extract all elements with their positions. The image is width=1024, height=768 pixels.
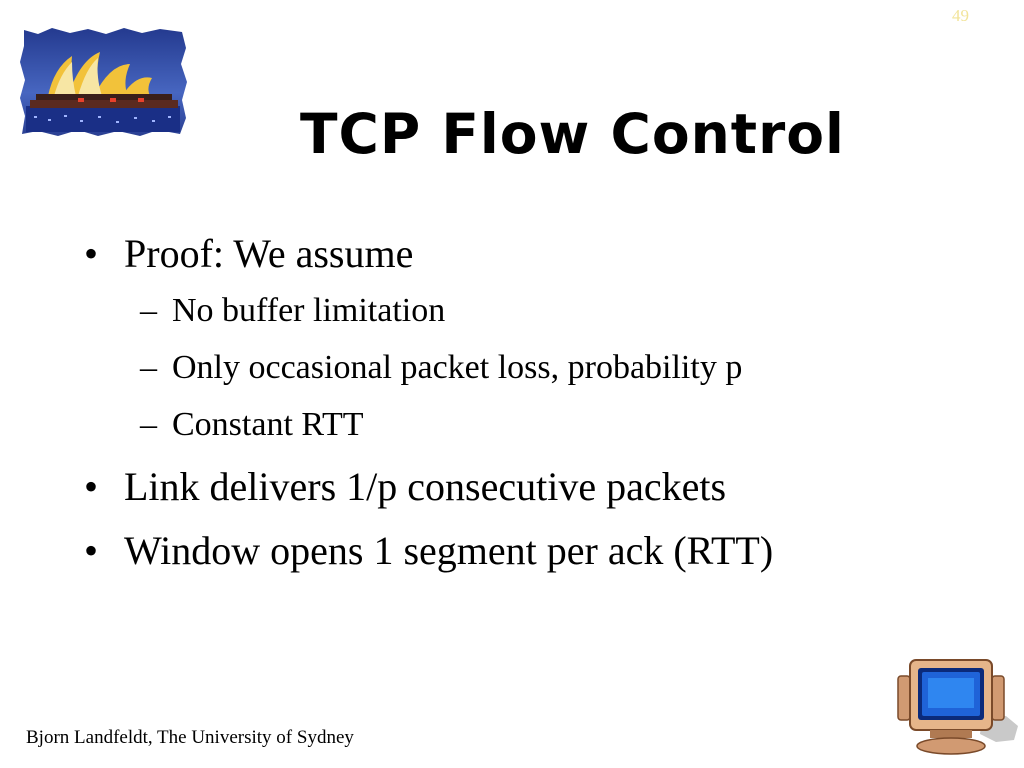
sub-bullet-text: Only occasional packet loss, probability… — [172, 349, 743, 386]
sub-bullet-item: – No buffer limitation — [140, 291, 984, 331]
sydney-opera-house-icon — [20, 28, 187, 136]
sub-bullet-marker: – — [140, 292, 157, 329]
sub-bullet-item: – Constant RTT — [140, 405, 984, 445]
bullet-text: Proof: We assume — [124, 231, 414, 276]
slide-footer: Bjorn Landfeldt, The University of Sydne… — [26, 727, 354, 748]
bullet-marker: • — [84, 464, 99, 509]
slide-number: 49 — [952, 6, 969, 25]
desktop-computer-icon — [897, 659, 1018, 755]
sub-bullet-text: Constant RTT — [172, 406, 364, 443]
bullet-text: Link delivers 1/p consecutive packets — [124, 464, 727, 509]
bullet-marker: • — [84, 231, 99, 276]
slide-title: TCP Flow Control — [300, 102, 845, 166]
bullet-item: • Link delivers 1/p consecutive packets — [84, 463, 984, 511]
bullet-item: • Window opens 1 segment per ack (RTT) — [84, 527, 984, 575]
sub-bullet-marker: – — [140, 349, 157, 386]
bullet-marker: • — [84, 528, 99, 573]
bullet-list: • Proof: We assume – No buffer limitatio… — [84, 230, 984, 575]
sub-bullet-text: No buffer limitation — [172, 292, 446, 329]
bullet-text: Window opens 1 segment per ack (RTT) — [124, 528, 774, 573]
bullet-item: • Proof: We assume — [84, 230, 984, 278]
sub-bullet-marker: – — [140, 406, 157, 443]
sub-bullet-item: – Only occasional packet loss, probabili… — [140, 348, 984, 388]
